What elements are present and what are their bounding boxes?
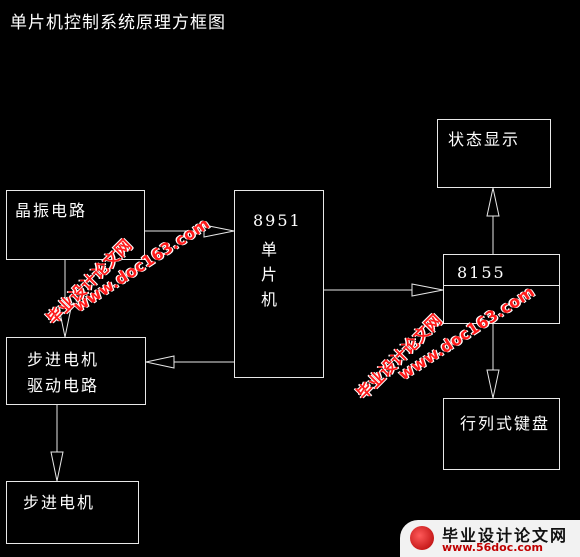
crystal-to-mcu-arrow [203, 224, 235, 238]
stepper-driver-label-line2: 驱动电路 [27, 376, 100, 395]
site-logo: 毕业设计论文网 www.56doc.com [400, 520, 580, 557]
crystal-circuit-label: 晶振电路 [15, 201, 88, 220]
mcu-to-driver-arrow [145, 355, 175, 369]
io-chip-label: 8155 [457, 263, 506, 282]
mcu-label-char3: 机 [261, 290, 280, 309]
mcu-block: 8951 单 片 机 [234, 190, 324, 378]
status-display-block: 状态显示 [437, 119, 551, 188]
stepper-motor-label: 步进电机 [23, 493, 96, 512]
io-chip-divider [444, 285, 559, 286]
driver-to-motor-arrow [50, 451, 64, 482]
crystal-circuit-block: 晶振电路 [6, 190, 145, 260]
keyboard-label: 行列式键盘 [460, 414, 551, 433]
mcu-model-label: 8951 [253, 211, 302, 230]
mcu-to-io-arrow [411, 283, 444, 297]
diagram-title: 单片机控制系统原理方框图 [10, 13, 226, 33]
logo-text: 毕业设计论文网 [442, 526, 569, 545]
io-chip-block: 8155 [443, 254, 560, 324]
keyboard-block: 行列式键盘 [443, 398, 560, 470]
logo-icon [410, 526, 434, 550]
stepper-driver-block: 步进电机 驱动电路 [6, 337, 146, 405]
logo-url: www.56doc.com [442, 541, 543, 554]
io-to-display-arrow [486, 187, 500, 217]
stepper-driver-label-line1: 步进电机 [27, 350, 100, 369]
mcu-label-char2: 片 [261, 265, 280, 284]
crystal-to-driver-arrow [58, 307, 72, 338]
stepper-motor-block: 步进电机 [6, 481, 139, 544]
mcu-label-char1: 单 [261, 240, 280, 259]
status-display-label: 状态显示 [448, 130, 521, 149]
io-to-keyboard-arrow [486, 369, 500, 399]
